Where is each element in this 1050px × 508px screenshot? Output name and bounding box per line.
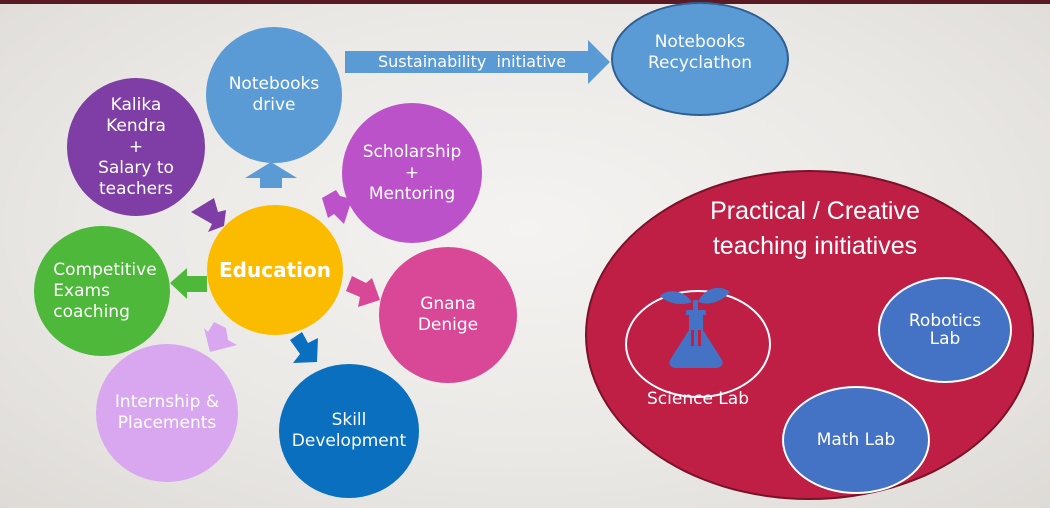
notebooks-drive-label: Notebooks drive <box>228 74 320 115</box>
arrow-to-gnana <box>346 276 380 307</box>
arrow-to-skill <box>290 332 318 363</box>
science-lab-label: Science Lab <box>647 389 749 409</box>
science-lab-circle <box>625 290 771 398</box>
competitive-exams-label: Competitive Exams coaching <box>53 259 157 322</box>
education-center-bubble: Education <box>207 205 343 335</box>
robotics-lab-bubble: Robotics Lab <box>878 277 1012 383</box>
kalika-kendra-bubble: Kalika Kendra + Salary to teachers <box>67 78 205 216</box>
notebooks-drive-bubble: Notebooks drive <box>206 27 342 163</box>
internship-label: Internship & Placements <box>114 392 220 433</box>
robotics-lab-label: Robotics Lab <box>908 311 982 349</box>
kalika-kendra-label: Kalika Kendra + Salary to teachers <box>98 94 174 199</box>
competitive-exams-bubble: Competitive Exams coaching <box>34 226 170 356</box>
arrow-to-scholarship <box>322 190 352 224</box>
top-border <box>0 0 1050 4</box>
arrow-to-kalika <box>191 198 226 232</box>
gnana-denige-label: Gnana Denige <box>417 294 479 335</box>
scholarship-label: Scholarship + Mentoring <box>362 141 462 204</box>
sustainability-label: Sustainability initiative <box>378 52 567 71</box>
arrow-to-internship <box>204 322 237 352</box>
internship-bubble: Internship & Placements <box>96 344 238 482</box>
education-label: Education <box>219 257 331 282</box>
creative-teaching-title: Practical / Creative teaching initiative… <box>710 197 920 260</box>
math-lab-bubble: Math Lab <box>782 386 930 494</box>
scholarship-bubble: Scholarship + Mentoring <box>342 103 482 243</box>
notebooks-recyclathon-bubble: Notebooks Recyclathon <box>611 2 789 116</box>
arrow-to-notebooks <box>245 162 297 188</box>
sustainability-arrow <box>345 40 610 84</box>
math-lab-label: Math Lab <box>816 429 896 450</box>
arrow-to-competitive <box>170 268 207 299</box>
skill-development-label: Skill Development <box>291 410 407 451</box>
skill-development-bubble: Skill Development <box>279 364 419 498</box>
notebooks-recyclathon-label: Notebooks Recyclathon <box>647 32 753 73</box>
gnana-denige-bubble: Gnana Denige <box>379 247 517 383</box>
